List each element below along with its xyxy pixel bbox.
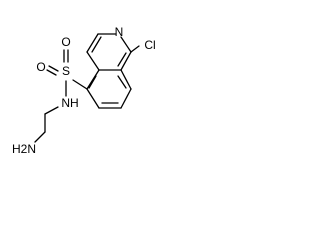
atom-labels: Cl N S O O NH H2N — [12, 25, 156, 156]
atom-label-cl: Cl — [144, 38, 155, 52]
atom-label-s: S — [62, 64, 70, 78]
atom-label-o-upper: O — [61, 35, 70, 49]
bond-c7-c8 — [120, 88, 132, 109]
bond-c4a-c5 — [86, 69, 100, 90]
bond-c5-s — [72, 79, 88, 90]
bond-c4a-c4 — [86, 51, 100, 71]
bond-c8-c8a — [120, 69, 132, 90]
chemical-structure: Cl N S O O NH H2N — [12, 25, 156, 156]
bond-c4-c3 — [86, 33, 99, 53]
bond-c8-c8a-inner — [117, 75, 127, 89]
bond-s-o-left-a — [48, 65, 59, 72]
substituent-bonds — [34, 45, 140, 143]
bond-c1-c8a — [120, 51, 132, 71]
bond-c1-c8a-inner — [117, 52, 127, 67]
benzene-ring — [86, 51, 132, 109]
bond-c4a-c5-inner — [88, 75, 97, 89]
bond-n-c1 — [120, 36, 132, 53]
bond-ch2-nh2 — [34, 131, 46, 143]
atom-label-nh: NH — [61, 96, 78, 110]
bond-s-o-left-b — [46, 69, 57, 76]
bond-c1-cl — [130, 45, 140, 53]
bond-nh-ch2 — [44, 106, 59, 115]
bond-c3-c3-inner — [91, 36, 102, 53]
bond-c5-c6 — [86, 88, 100, 109]
atom-label-o-lower: O — [36, 60, 45, 74]
atom-label-n-ring: N — [115, 25, 124, 39]
atom-label-nh2: H2N — [12, 142, 36, 156]
pyridine-ring — [86, 33, 132, 71]
